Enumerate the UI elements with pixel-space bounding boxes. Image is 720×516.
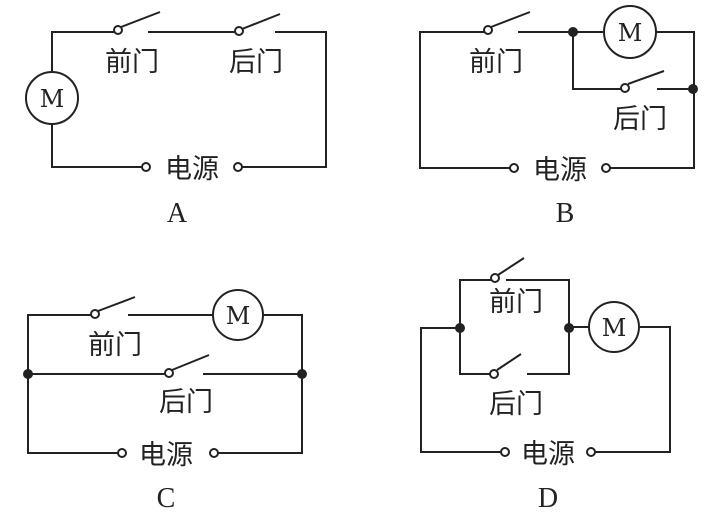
back-door-switch-blade <box>171 354 210 371</box>
power-terminal-right <box>209 448 219 458</box>
junction-dot <box>297 369 307 379</box>
option-label: D <box>538 483 558 514</box>
power-label: 电源 <box>521 439 575 470</box>
front-door-switch-blade <box>120 11 161 28</box>
circuit-b: M 前门 后门 电源 B <box>419 5 698 229</box>
front-door-switch-blade <box>497 257 525 276</box>
power-terminal-right <box>233 162 243 172</box>
front-door-label: 前门 <box>489 287 543 318</box>
junction-dot <box>568 27 578 37</box>
back-door-switch-blade <box>627 70 665 85</box>
front-door-switch-pivot <box>113 25 123 35</box>
option-label: B <box>556 198 575 229</box>
motor-symbol <box>212 289 264 341</box>
power-label: 电源 <box>165 154 219 185</box>
junction-dot <box>564 323 574 333</box>
power-terminal-left <box>141 162 151 172</box>
back-door-label: 后门 <box>489 389 543 420</box>
back-door-label: 后门 <box>613 104 667 135</box>
front-door-switch-pivot <box>90 309 100 319</box>
front-door-switch-pivot <box>490 273 500 283</box>
motor-symbol <box>603 5 657 59</box>
back-door-switch-pivot <box>489 369 499 379</box>
front-door-label: 前门 <box>88 330 142 361</box>
power-terminal-left <box>117 448 127 458</box>
option-label: C <box>157 483 176 514</box>
front-door-switch-blade <box>97 296 136 312</box>
back-door-switch-pivot <box>164 368 174 378</box>
motor-label: M <box>40 85 65 113</box>
option-label: A <box>167 198 188 229</box>
back-door-switch-blade <box>496 353 522 371</box>
motor-label: M <box>602 314 627 342</box>
circuit-c: M 前门 后门 电源 C <box>23 289 307 514</box>
back-door-label: 后门 <box>229 47 283 78</box>
motor-symbol <box>588 301 640 353</box>
back-door-switch-blade <box>241 13 281 30</box>
power-terminal-right <box>586 447 596 457</box>
power-label: 电源 <box>139 440 193 471</box>
power-terminal-left <box>500 447 510 457</box>
motor-label: M <box>226 302 251 330</box>
back-door-switch-pivot <box>234 26 244 36</box>
front-door-switch-blade <box>490 11 531 28</box>
front-door-label: 前门 <box>105 47 159 78</box>
junction-dot <box>688 84 698 94</box>
junction-dot <box>23 369 33 379</box>
power-terminal-right <box>601 163 611 173</box>
front-door-switch-pivot <box>483 25 493 35</box>
circuit-a: M 前门 后门 电源 A <box>25 11 327 229</box>
power-terminal-left <box>509 163 519 173</box>
motor-symbol <box>25 71 79 125</box>
back-door-label: 后门 <box>159 387 213 418</box>
power-label: 电源 <box>533 155 587 186</box>
junction-dot <box>455 323 465 333</box>
motor-label: M <box>618 19 643 47</box>
circuit-d: M 前门 后门 电源 D <box>420 257 671 514</box>
front-door-label: 前门 <box>469 47 523 78</box>
back-door-switch-pivot <box>620 83 630 93</box>
